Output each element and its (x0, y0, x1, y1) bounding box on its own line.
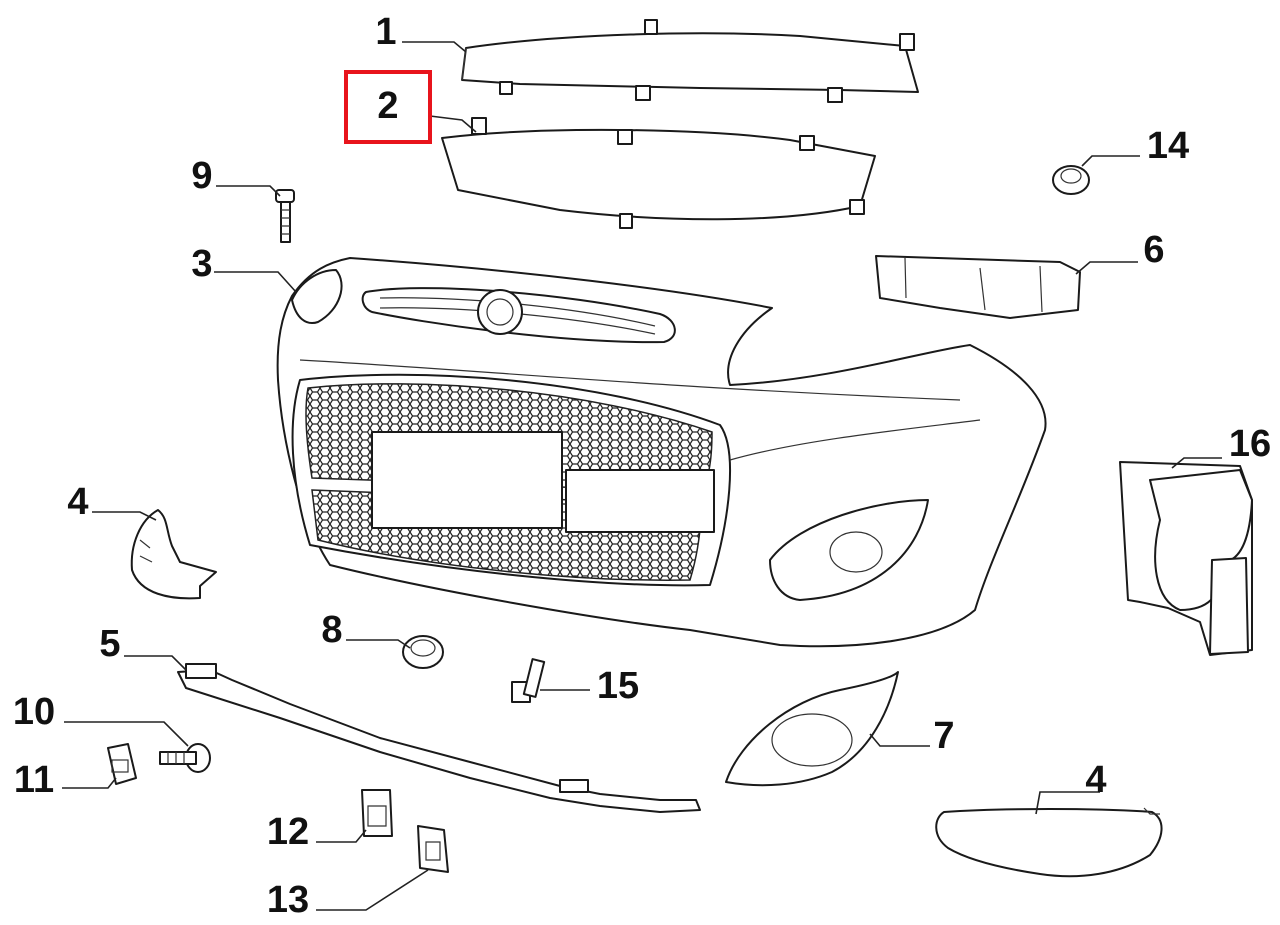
clip-part-12 (361, 789, 393, 837)
callout-14[interactable]: 14 (1147, 125, 1189, 167)
callout-1[interactable]: 1 (375, 11, 396, 53)
bumper-part-3 (276, 257, 1047, 648)
callout-7[interactable]: 7 (933, 715, 954, 757)
side-bracket-part-16 (1119, 461, 1253, 656)
bolt-part-15 (511, 658, 546, 703)
callout-4a[interactable]: 4 (67, 481, 88, 523)
fog-lamp-bezel-part-7 (725, 671, 899, 787)
upper-grille-part-1 (461, 19, 919, 103)
clip-part-11 (107, 743, 137, 785)
callout-10[interactable]: 10 (13, 691, 55, 733)
callout-6[interactable]: 6 (1143, 229, 1164, 271)
callout-16[interactable]: 16 (1229, 423, 1271, 465)
clip-part-13 (417, 825, 449, 873)
highlighted-callout-label: 2 (377, 85, 398, 127)
callout-8[interactable]: 8 (321, 609, 342, 651)
highlighted-callout-2[interactable]: 2 (344, 70, 432, 144)
callout-15[interactable]: 15 (597, 665, 639, 707)
callout-13[interactable]: 13 (267, 879, 309, 921)
side-trim-part-4-left (130, 509, 217, 600)
screw-part-9 (275, 189, 295, 243)
leader-lines (62, 41, 1222, 911)
callout-12[interactable]: 12 (267, 811, 309, 853)
lower-grille-part-2 (441, 117, 876, 229)
callout-9[interactable]: 9 (191, 155, 212, 197)
side-trim-part-4-right (935, 807, 1163, 878)
callout-4b[interactable]: 4 (1085, 759, 1106, 801)
callout-5[interactable]: 5 (99, 623, 120, 665)
callout-3[interactable]: 3 (191, 243, 212, 285)
lower-strip-part-5 (177, 663, 701, 813)
screw-part-10 (159, 743, 211, 773)
callout-11[interactable]: 11 (14, 759, 54, 801)
bushing-part-14 (1052, 165, 1090, 195)
bracket-part-6 (875, 255, 1081, 319)
callout-labels: 1 3 4 4 5 6 7 8 9 10 11 12 13 14 15 16 (13, 11, 1271, 921)
bushing-part-8 (402, 635, 444, 669)
